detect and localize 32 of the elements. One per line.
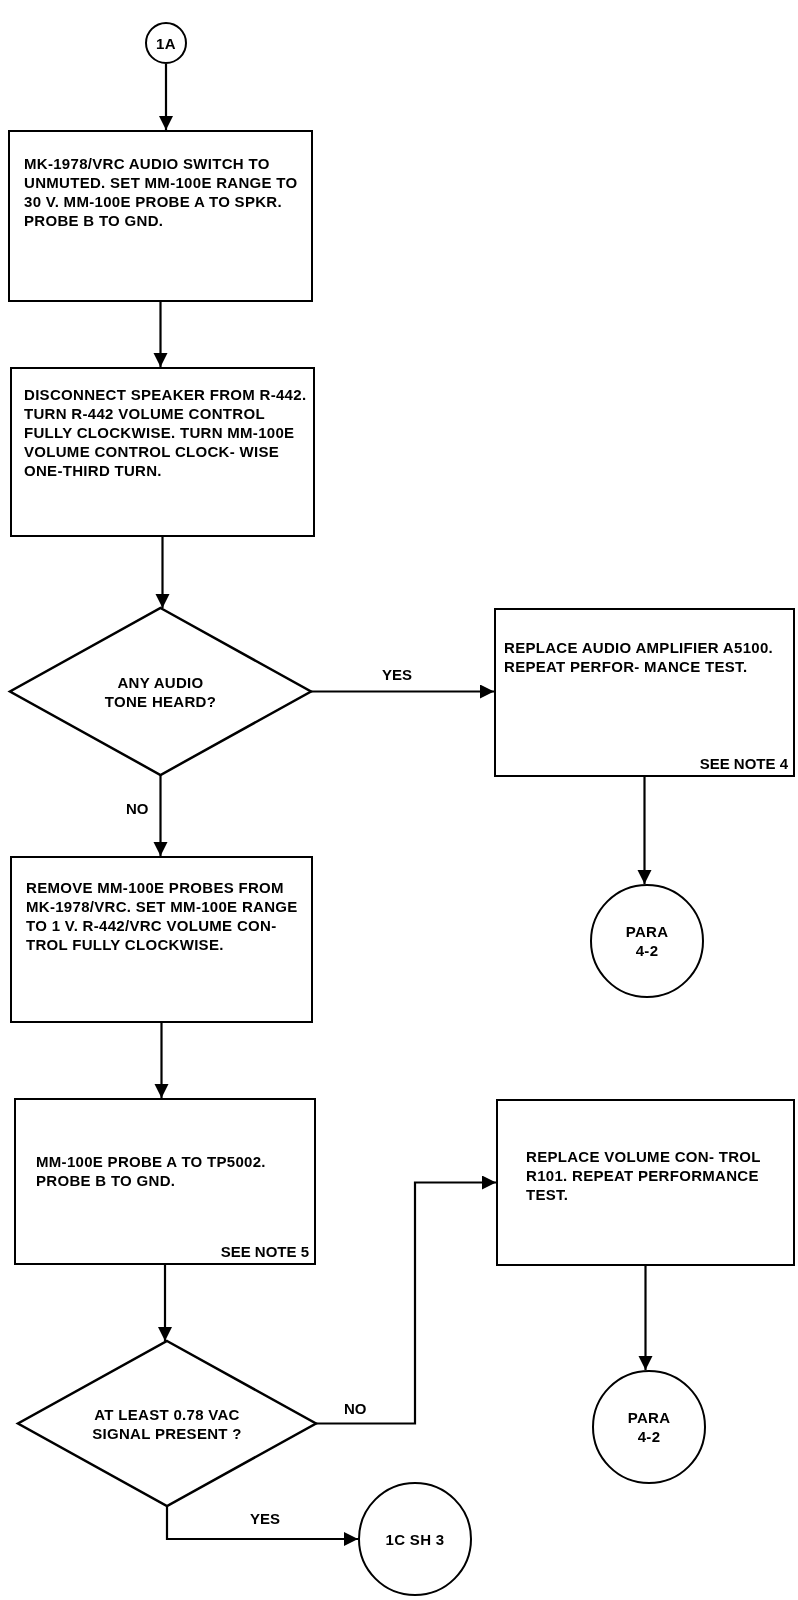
step-text: MK-1978/VRC AUDIO SWITCH TO UNMUTED. SET MM-100E RANGE TO 30 V. MM-100E PROBE A TO SPKR. PROBE B TO GND. [24, 154, 299, 230]
step-text: REPLACE VOLUME CON- TROL R101. REPEAT PERFORMANCE TEST. [526, 1147, 762, 1204]
process-box [14, 1098, 316, 1265]
step-text: DISCONNECT SPEAKER FROM R-442. TURN R-442 VOLUME CONTROL FULLY CLOCKWISE. TURN MM-100E VOLUME CONTROL CLOCK- WISE ONE-THIRD TURN. [24, 385, 307, 480]
connector-label: PARA 4-2 [626, 1408, 672, 1446]
process-box [494, 608, 795, 777]
question-text: AT LEAST 0.78 VAC SIGNAL PRESENT ? [91, 1404, 243, 1443]
arrow [165, 1506, 358, 1546]
arrow [316, 1175, 496, 1425]
note-text: SEE NOTE 4 [699, 755, 788, 772]
step-text: MM-100E PROBE A TO TP5002. PROBE B TO GND. [36, 1152, 267, 1190]
arrow [153, 775, 168, 856]
question-text: ANY AUDIO TONE HEARD? [103, 672, 218, 711]
arrow [155, 537, 170, 608]
connector-label: 1A [155, 33, 177, 53]
connector-label: PARA 4-2 [624, 922, 670, 960]
connector-circle [145, 22, 187, 64]
arrow [637, 777, 652, 884]
arrow [159, 64, 173, 130]
arrow [311, 684, 494, 699]
arrow [638, 1266, 653, 1370]
arrow [153, 302, 168, 367]
process-box [496, 1099, 795, 1266]
connector-label: 1C SH 3 [385, 1529, 445, 1549]
process-box [8, 130, 313, 302]
arrow [158, 1265, 172, 1341]
step-text: REMOVE MM-100E PROBES FROM MK-1978/VRC. SET MM-100E RANGE TO 1 V. R-442/VRC VOLUME CON- TROL FULLY CLOCKWISE. [26, 878, 299, 954]
process-box [10, 856, 313, 1023]
step-text: REPLACE AUDIO AMPLIFIER A5100. REPEAT PERFOR- MANCE TEST. [504, 638, 775, 676]
process-box [10, 367, 315, 537]
note-text: SEE NOTE 5 [220, 1243, 309, 1260]
arrow [154, 1023, 169, 1098]
